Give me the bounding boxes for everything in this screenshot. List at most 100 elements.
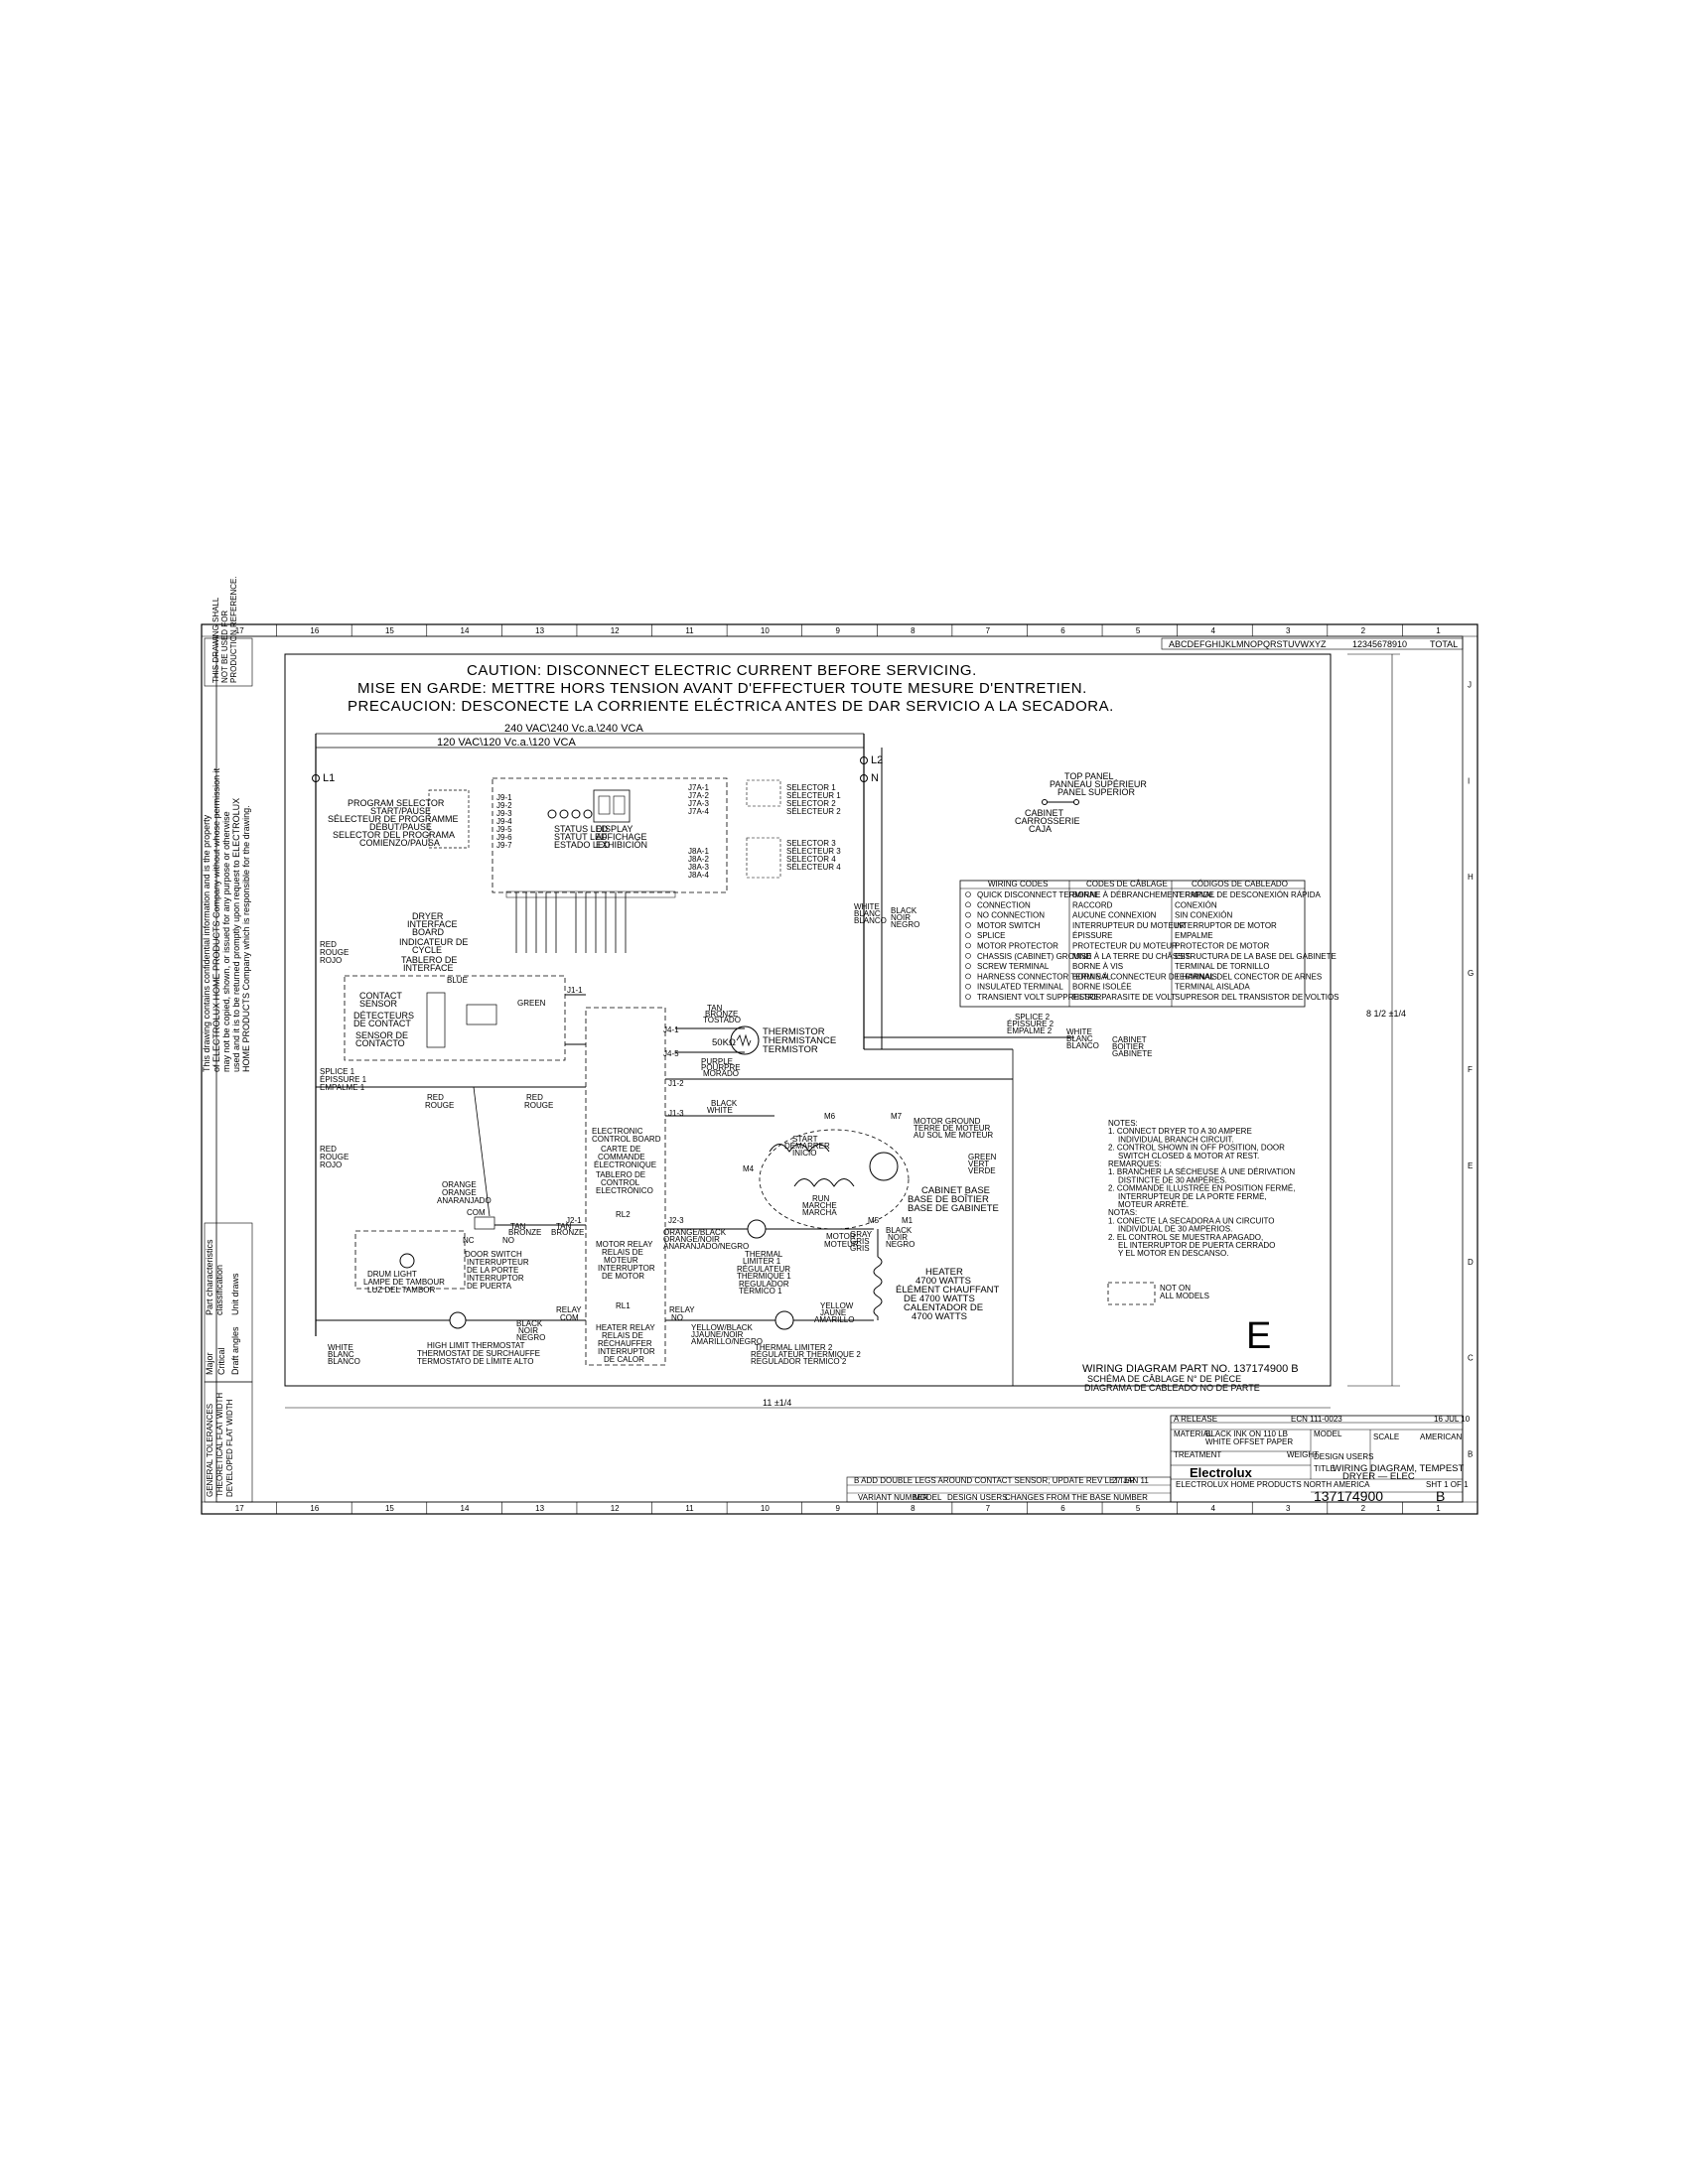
svg-text:INTERRUPTOR: INTERRUPTOR: [598, 1264, 655, 1273]
svg-text:RED: RED: [320, 1145, 337, 1154]
svg-text:RELAY: RELAY: [669, 1305, 695, 1314]
code-symbol-icon: [965, 922, 971, 928]
codes-header-fr: CODES DE CÂBLAGE: [1086, 880, 1168, 888]
svg-text:ECN 111-0023: ECN 111-0023: [1291, 1415, 1342, 1424]
row-marker: E: [1468, 1161, 1473, 1170]
motor-relay-label: MOTOR RELAY RELAIS DE MOTEUR INTERRUPTOR…: [596, 1240, 655, 1281]
code-row-fr: RACCORD: [1072, 900, 1113, 909]
harness-lines: [515, 892, 627, 953]
svg-text:GRAY: GRAY: [850, 1230, 873, 1239]
note-line: REMARQUES:: [1108, 1160, 1162, 1168]
svg-text:J4-5: J4-5: [663, 1049, 679, 1058]
svg-text:BASE DE BOÎTIER: BASE DE BOÎTIER: [908, 1194, 989, 1205]
svg-text:A RELEASE: A RELEASE: [1174, 1415, 1217, 1424]
code-row-fr: AUCUNE CONNEXION: [1072, 911, 1157, 920]
svg-text:DESIGN USERS: DESIGN USERS: [947, 1493, 1007, 1502]
motor: START DÉMARRER INICIO RUN MARCHE MARCHA …: [665, 1078, 1013, 1249]
svg-text:CABINET: CABINET: [1112, 1035, 1147, 1044]
pin-j9-7: J9-7: [496, 841, 512, 850]
note-line: EL INTERRUPTOR DE PUERTA CERRADO: [1118, 1241, 1275, 1250]
svg-text:JJAUNE/NOIR: JJAUNE/NOIR: [691, 1330, 744, 1339]
svg-text:THERMISTANCE: THERMISTANCE: [763, 1035, 836, 1046]
svg-text:TOSTADO: TOSTADO: [703, 1016, 741, 1024]
code-row-en: CHASSIS (CABINET) GROUND: [977, 952, 1091, 961]
row-marker: D: [1468, 1258, 1474, 1267]
note-line: SWITCH CLOSED & MOTOR AT REST.: [1118, 1152, 1259, 1160]
column-marker-top: 13: [535, 626, 544, 635]
code-row-fr: INTERRUPTEUR DU MOTEUR: [1072, 921, 1186, 930]
notes-block: NOTES:1. CONNECT DRYER TO A 30 AMPEREIND…: [1108, 1119, 1295, 1258]
svg-text:YELLOW: YELLOW: [820, 1301, 854, 1310]
svg-text:DÉBUT/PAUSE: DÉBUT/PAUSE: [369, 822, 432, 832]
heater-circuit: ORANGE/BLACK ORANGE/NOIR ANARANJADO/NEGR…: [663, 1219, 1000, 1366]
svg-text:RED: RED: [526, 1093, 543, 1102]
svg-text:NEGRO: NEGRO: [516, 1333, 545, 1342]
legend-draft: Draft angles: [230, 1326, 240, 1375]
svg-text:COMMANDE: COMMANDE: [598, 1153, 645, 1161]
column-marker-bottom: 2: [1361, 1504, 1366, 1513]
svg-text:ANARANJADO/NEGRO: ANARANJADO/NEGRO: [663, 1242, 749, 1251]
svg-text:TREATMENT: TREATMENT: [1174, 1450, 1221, 1459]
code-row-en: HARNESS CONNECTOR TERMINAL: [977, 972, 1111, 981]
svg-text:THERMAL LIMITER 2: THERMAL LIMITER 2: [755, 1343, 833, 1352]
left-box-line-1: THIS DRAWING SHALL: [211, 597, 220, 683]
code-row-en: INSULATED TERMINAL: [977, 983, 1063, 992]
svg-text:4700 WATTS: 4700 WATTS: [915, 1276, 971, 1287]
tol-general: GENERAL TOLERANCES: [206, 1404, 214, 1497]
svg-text:GABINETE: GABINETE: [1112, 1049, 1152, 1058]
selector-group-b: J8A-1 J8A-2 J8A-3 J8A-4 SELECTOR 3 SÉLEC…: [688, 837, 841, 880]
svg-text:SELECTOR DEL PROGRAMA: SELECTOR DEL PROGRAMA: [333, 830, 455, 840]
svg-text:THERMOSTAT DE SURCHAUFFE: THERMOSTAT DE SURCHAUFFE: [417, 1349, 540, 1358]
svg-text:START/PAUSE: START/PAUSE: [370, 806, 431, 816]
diagram-part-no: WIRING DIAGRAM PART NO. 137174900 B: [1082, 1363, 1299, 1375]
svg-text:ÉLÉMENT CHAUFFANT: ÉLÉMENT CHAUFFANT: [896, 1285, 1000, 1296]
svg-text:DESIGN USERS: DESIGN USERS: [1314, 1452, 1373, 1461]
column-marker-top: 7: [986, 626, 991, 635]
svg-text:MORADO: MORADO: [703, 1069, 739, 1078]
svg-text:START: START: [792, 1135, 818, 1144]
column-marker-bottom: 10: [761, 1504, 770, 1513]
tol-theoretical: THEORETICAL FLAT WIDTH: [215, 1393, 224, 1497]
tan-wire-1: TAN: [510, 1222, 526, 1231]
svg-text:SÉLECTEUR 4: SÉLECTEUR 4: [786, 863, 841, 872]
control-board-box: [585, 1007, 666, 1366]
display-3: EXHIBICIÓN: [596, 840, 647, 850]
code-symbol-icon: [965, 901, 971, 908]
column-markers: 1717161615151414131312121111101099887766…: [235, 624, 1441, 1514]
drum-light-1: DRUM LIGHT: [367, 1270, 417, 1279]
svg-text:CALENTADOR DE: CALENTADOR DE: [904, 1302, 983, 1313]
svg-text:COMIENZO/PAUSA: COMIENZO/PAUSA: [359, 838, 440, 848]
note-line: 1. CONNECT DRYER TO A 30 AMPERE: [1108, 1127, 1252, 1136]
svg-text:RÉGULATEUR: RÉGULATEUR: [737, 1265, 790, 1274]
row-marker: H: [1468, 873, 1474, 882]
svg-text:CARROSSERIE: CARROSSERIE: [1015, 816, 1080, 826]
svg-text:J8A-4: J8A-4: [688, 871, 709, 880]
svg-text:TERMISTOR: TERMISTOR: [763, 1044, 818, 1055]
note-line: DISTINCTE DE 30 AMPÈRES.: [1118, 1175, 1227, 1184]
svg-text:ROUGE: ROUGE: [524, 1101, 553, 1110]
svg-text:ROUGE: ROUGE: [320, 1153, 349, 1161]
svg-text:BLANC: BLANC: [1066, 1034, 1093, 1043]
svg-text:ORANGE/NOIR: ORANGE/NOIR: [663, 1235, 720, 1244]
column-marker-top: 8: [911, 626, 915, 635]
svg-text:J2-3: J2-3: [668, 1216, 684, 1225]
code-row-es: TERMINAL DE TORNILLO: [1175, 962, 1269, 971]
cabinet-base-label: CABINET BASE BASE DE BOÎTIER BASE DE GAB…: [908, 1185, 999, 1214]
svg-text:INTERFACE: INTERFACE: [403, 963, 454, 973]
contact-sensor-box: [344, 975, 566, 1061]
svg-text:SPLICE 1: SPLICE 1: [320, 1067, 355, 1076]
code-symbol-icon: [965, 973, 971, 980]
svg-text:BLACK: BLACK: [891, 906, 917, 915]
svg-text:BOITIER: BOITIER: [1112, 1042, 1144, 1051]
program-selector-text: PROGRAM SELECTOR START/PAUSE SÉLECTEUR D…: [328, 798, 459, 848]
column-marker-bottom: 12: [611, 1504, 620, 1513]
code-row-fr: MISE À LA TERRE DU CHÂSSIS: [1072, 952, 1191, 961]
svg-text:RELAIS DE: RELAIS DE: [602, 1331, 643, 1340]
interface-board-box: [492, 777, 728, 893]
svg-text:SÉLECTEUR 2: SÉLECTEUR 2: [786, 807, 841, 816]
not-all-models-1: NOT ON: [1160, 1284, 1191, 1293]
switch-nc: NC: [463, 1236, 475, 1245]
svg-text:NOIR: NOIR: [888, 1233, 908, 1242]
